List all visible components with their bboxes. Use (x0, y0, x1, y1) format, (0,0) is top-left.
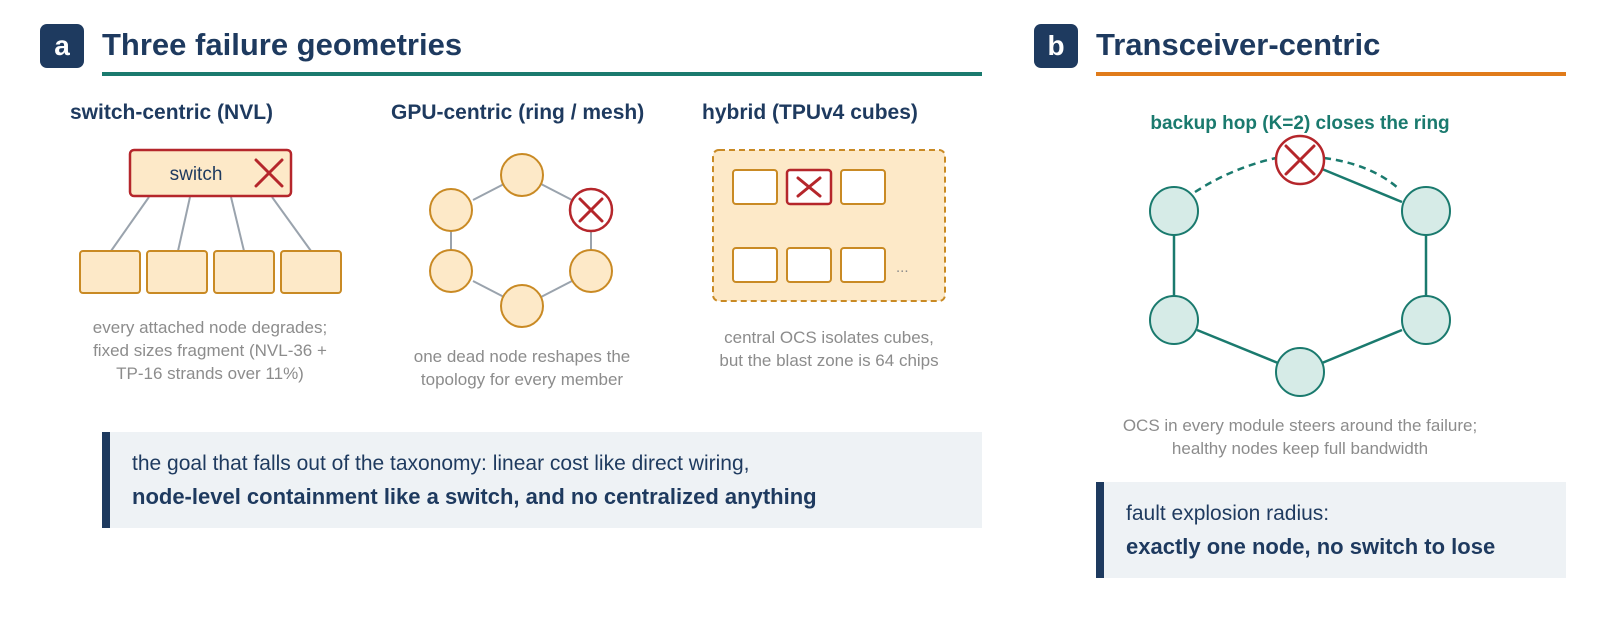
switch-link (271, 196, 312, 252)
ring-node (429, 188, 473, 232)
cube (840, 247, 886, 283)
ring-node (1401, 295, 1451, 345)
ring-links (450, 183, 592, 298)
cube (786, 247, 832, 283)
gpu-centric-caption: one dead node reshapes the topology for … (382, 345, 662, 391)
gpu-centric-diagram (429, 153, 614, 328)
ring-node (1275, 347, 1325, 397)
caption-line: every attached node degrades; (92, 318, 328, 337)
ring-node (500, 153, 544, 197)
backup-hop-arc (1194, 156, 1277, 194)
attached-node (213, 250, 275, 294)
switch-link (177, 196, 191, 252)
caption-line: topology for every member (420, 370, 624, 389)
transceiver-ring-diagram: backup hop (K=2) closes the ring (1149, 113, 1451, 397)
callout-line-2: node-level containment like a switch, an… (132, 484, 817, 509)
gpu-centric-title: GPU-centric (ring / mesh) (391, 101, 645, 124)
transceiver-caption: OCS in every module steers around the fa… (1080, 414, 1520, 460)
caption-line: one dead node reshapes the (413, 347, 631, 366)
switch-box (128, 148, 293, 198)
panel-b-title: Transceiver-centric (1096, 27, 1381, 62)
hybrid-diagram: ... (712, 149, 946, 302)
panel-b-rule (1096, 72, 1566, 76)
callout-line-1: fault explosion radius: (1126, 502, 1330, 525)
panel-b-callout: fault explosion radius: exactly one node… (1096, 482, 1566, 578)
panel-a-rule (102, 72, 982, 76)
attached-node (79, 250, 141, 294)
failure-x-icon (1284, 144, 1316, 176)
hybrid-caption: central OCS isolates cubes, but the blas… (689, 326, 969, 372)
cube (732, 247, 778, 283)
ring-node (569, 249, 613, 293)
panel-a-badge: a (40, 24, 84, 68)
attached-node (146, 250, 208, 294)
failure-x-icon (254, 158, 284, 188)
callout-line-1: the goal that falls out of the taxonomy:… (132, 452, 750, 475)
switch-centric-diagram: switch (79, 148, 342, 294)
caption-line: fixed sizes fragment (NVL-36 + (93, 341, 327, 360)
cube (732, 169, 778, 205)
failure-x-icon (578, 197, 604, 223)
panel-a-title: Three failure geometries (102, 27, 463, 62)
switch-centric-title: switch-centric (NVL) (70, 101, 274, 124)
caption-line: healthy nodes keep full bandwidth (1171, 439, 1429, 458)
cube-ellipsis: ... (896, 259, 909, 276)
ring-node (1149, 186, 1199, 236)
ring-links (1172, 167, 1428, 365)
switch-centric-caption: every attached node degrades; fixed size… (60, 316, 360, 385)
panel-a-callout: the goal that falls out of the taxonomy:… (102, 432, 982, 528)
backup-hop-arc (1323, 156, 1399, 189)
ring-node (1401, 186, 1451, 236)
ring-node (429, 249, 473, 293)
caption-line: central OCS isolates cubes, (724, 328, 934, 347)
panel-b-badge: b (1034, 24, 1078, 68)
caption-line: but the blast zone is 64 chips (719, 351, 939, 370)
caption-line: OCS in every module steers around the fa… (1122, 416, 1478, 435)
ring-node (1149, 295, 1199, 345)
attached-node (280, 250, 342, 294)
backup-hop-label: backup hop (K=2) closes the ring (1150, 113, 1449, 134)
caption-line: TP-16 strands over 11%) (116, 364, 304, 383)
cube (840, 169, 886, 205)
callout-line-2: exactly one node, no switch to lose (1126, 534, 1496, 559)
failure-x-icon (796, 176, 822, 198)
switch-label: switch (170, 164, 223, 185)
hybrid-title: hybrid (TPUv4 cubes) (702, 101, 918, 124)
switch-link (230, 196, 245, 252)
switch-link (110, 196, 150, 252)
ring-node (500, 284, 544, 328)
